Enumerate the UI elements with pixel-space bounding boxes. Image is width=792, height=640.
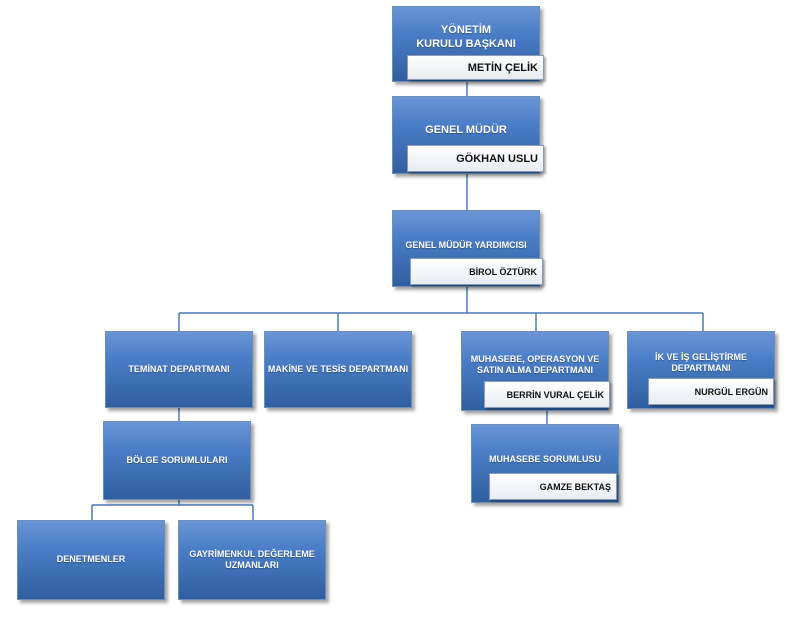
org-node-title: TEMİNAT DEPARTMANI xyxy=(128,363,230,374)
org-node-name-chairman: METİN ÇELİK xyxy=(407,55,544,80)
org-node-inspectors: DENETMENLER xyxy=(17,520,165,600)
org-node-appraisers: GAYRİMENKUL DEĞERLEME UZMANLARI xyxy=(178,520,326,600)
org-node-regional-managers: BÖLGE SORUMLULARI xyxy=(103,421,251,500)
org-node-collateral-department: TEMİNAT DEPARTMANI xyxy=(105,331,253,408)
org-node-title: İK VE İŞ GELİŞTİRME DEPARTMANI xyxy=(654,352,747,374)
org-node-name-general-manager: GÖKHAN USLU xyxy=(407,145,544,172)
org-node-title: YÖNETİM KURULU BAŞKANI xyxy=(416,24,516,50)
org-node-title: GENEL MÜDÜR xyxy=(425,124,507,136)
org-node-machinery-department: MAKİNE VE TESİS DEPARTMANI xyxy=(264,331,412,408)
org-node-title: MUHASEBE, OPERASYON VE SATIN ALMA DEPART… xyxy=(470,354,600,376)
org-node-name-accounting-department: BERRİN VURAL ÇELİK xyxy=(484,381,610,408)
org-node-title: DENETMENLER xyxy=(56,554,126,565)
org-node-name-hr-department: NURGÜL ERGÜN xyxy=(648,378,774,405)
org-node-title: GENEL MÜDÜR YARDIMCISI xyxy=(405,240,527,250)
org-node-title: MUHASEBE SORUMLUSU xyxy=(488,454,601,464)
org-node-name-accounting-officer: GAMZE BEKTAŞ xyxy=(489,473,617,500)
org-node-title: BÖLGE SORUMLULARI xyxy=(126,454,228,465)
org-node-title: GAYRİMENKUL DEĞERLEME UZMANLARI xyxy=(189,548,315,570)
org-node-name-deputy-general-manager: BİROL ÖZTÜRK xyxy=(410,258,543,285)
org-node-title: MAKİNE VE TESİS DEPARTMANI xyxy=(267,363,409,374)
